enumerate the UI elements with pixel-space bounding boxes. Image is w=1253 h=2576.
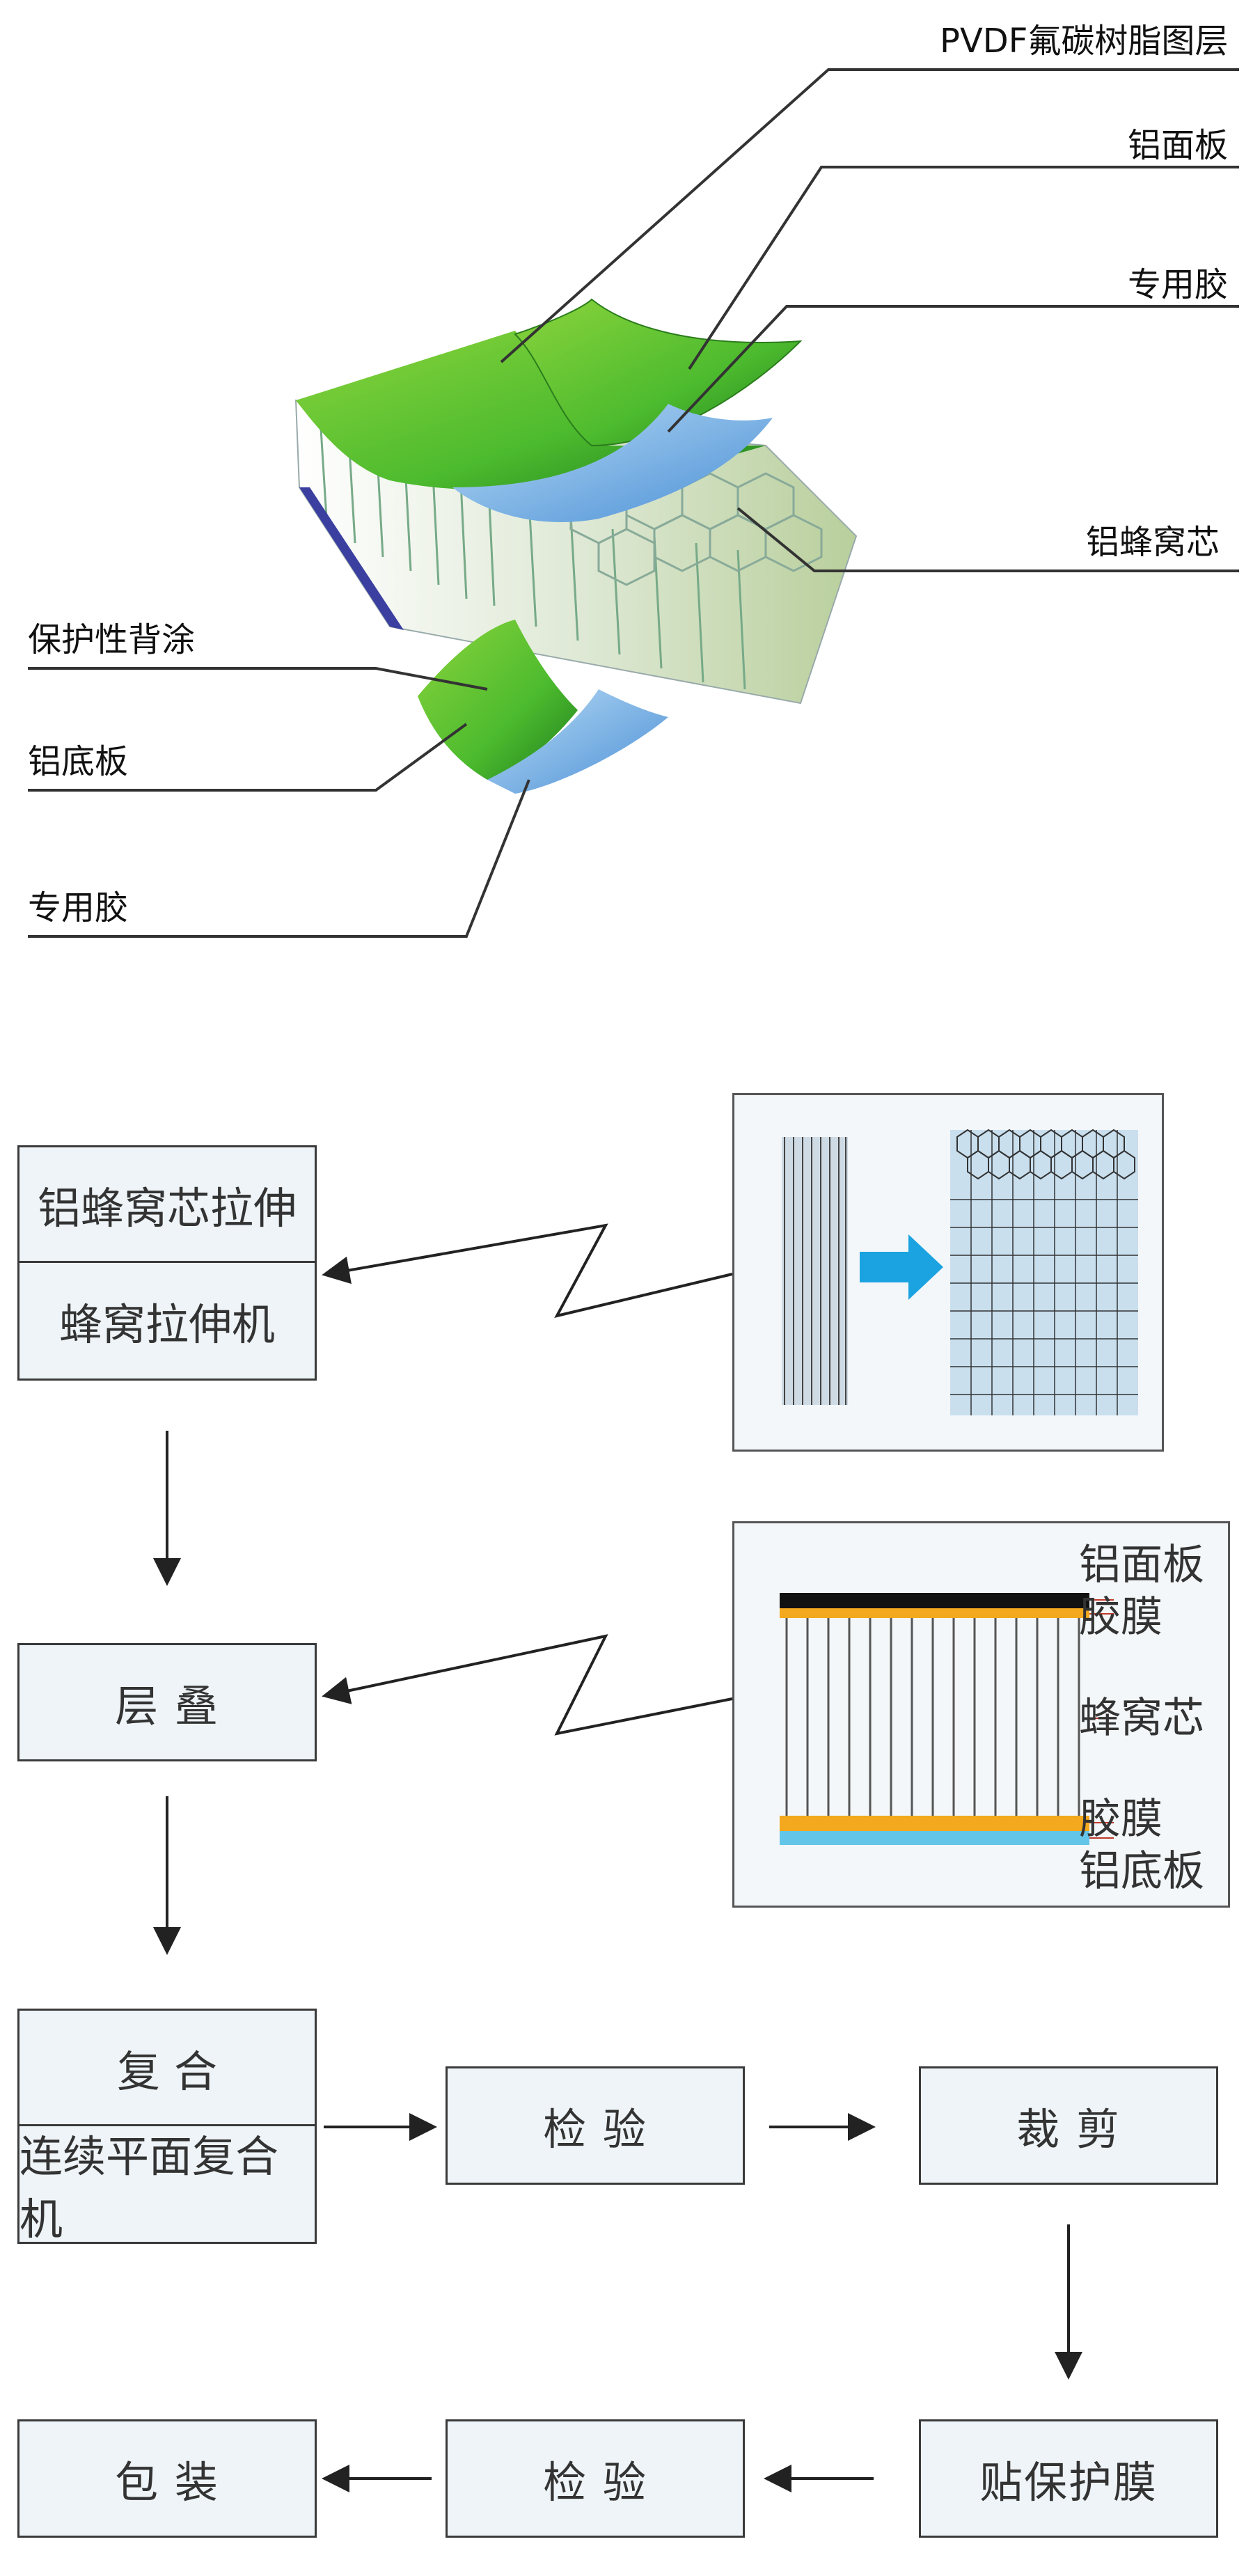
top-aluminium-bar bbox=[780, 1593, 1089, 1608]
aluminium-top-panel bbox=[514, 298, 803, 447]
layer-label-bottom-panel: 铝底板 bbox=[1079, 1847, 1204, 1896]
label-pvdf: PVDF氟碳树脂图层 bbox=[940, 22, 1229, 61]
label-aluminium-panel: 铝面板 bbox=[1128, 126, 1229, 165]
expanded-honeycomb-icon bbox=[950, 1129, 1138, 1415]
adhesive-top bbox=[452, 404, 773, 522]
bottom-aluminium-bar bbox=[780, 1831, 1089, 1845]
step-inspect-1: 检 验 bbox=[446, 2066, 745, 2185]
step-stretch-machine: 蜂窝拉伸机 bbox=[58, 1299, 275, 1350]
label-adhesive-top: 专用胶 bbox=[1128, 265, 1229, 304]
back-coat-layer bbox=[418, 620, 578, 780]
step-compound-label: 复 合 bbox=[19, 2011, 315, 2126]
adhesive-bottom bbox=[487, 689, 668, 794]
compressed-honeycomb-icon bbox=[782, 1137, 848, 1405]
step-compound-machine: 连续平面复合机 bbox=[19, 2131, 279, 2245]
arrow-right-icon bbox=[860, 1234, 943, 1300]
step-lamination: 层 叠 bbox=[17, 1643, 317, 1761]
step-stretch-label: 铝蜂窝芯拉伸 bbox=[19, 1147, 315, 1263]
step-compound-box: 复 合 连续平面复合机 bbox=[17, 2009, 317, 2245]
bottom-glue-bar bbox=[780, 1816, 1089, 1831]
step-packaging: 包 装 bbox=[17, 2419, 317, 2538]
composite-illustration bbox=[28, 68, 1239, 938]
top-glue-bar bbox=[780, 1608, 1089, 1618]
layer-label-core: 蜂窝芯 bbox=[1079, 1694, 1204, 1743]
label-back-coat: 保护性背涂 bbox=[28, 620, 196, 659]
layer-panel: 铝面板 胶膜 蜂窝芯 胶膜 铝底板 bbox=[732, 1521, 1230, 1908]
step-inspect-2: 检 验 bbox=[446, 2419, 745, 2538]
stretch-illustration-panel bbox=[732, 1093, 1164, 1452]
step-stretch-box: 铝蜂窝芯拉伸 蜂窝拉伸机 bbox=[17, 1145, 317, 1381]
step-protective-film: 贴保护膜 bbox=[919, 2419, 1218, 2538]
label-aluminium-base: 铝底板 bbox=[28, 742, 129, 781]
honeycomb-lines bbox=[785, 1618, 1080, 1816]
layer-label-top-panel: 铝面板 bbox=[1079, 1541, 1204, 1589]
layer-label-bottom-film: 胶膜 bbox=[1079, 1795, 1163, 1844]
layer-label-top-film: 胶膜 bbox=[1079, 1593, 1163, 1642]
label-honeycomb-core: 铝蜂窝芯 bbox=[1086, 523, 1220, 562]
step-cut: 裁 剪 bbox=[919, 2066, 1218, 2185]
label-adhesive-bottom: 专用胶 bbox=[28, 888, 129, 927]
